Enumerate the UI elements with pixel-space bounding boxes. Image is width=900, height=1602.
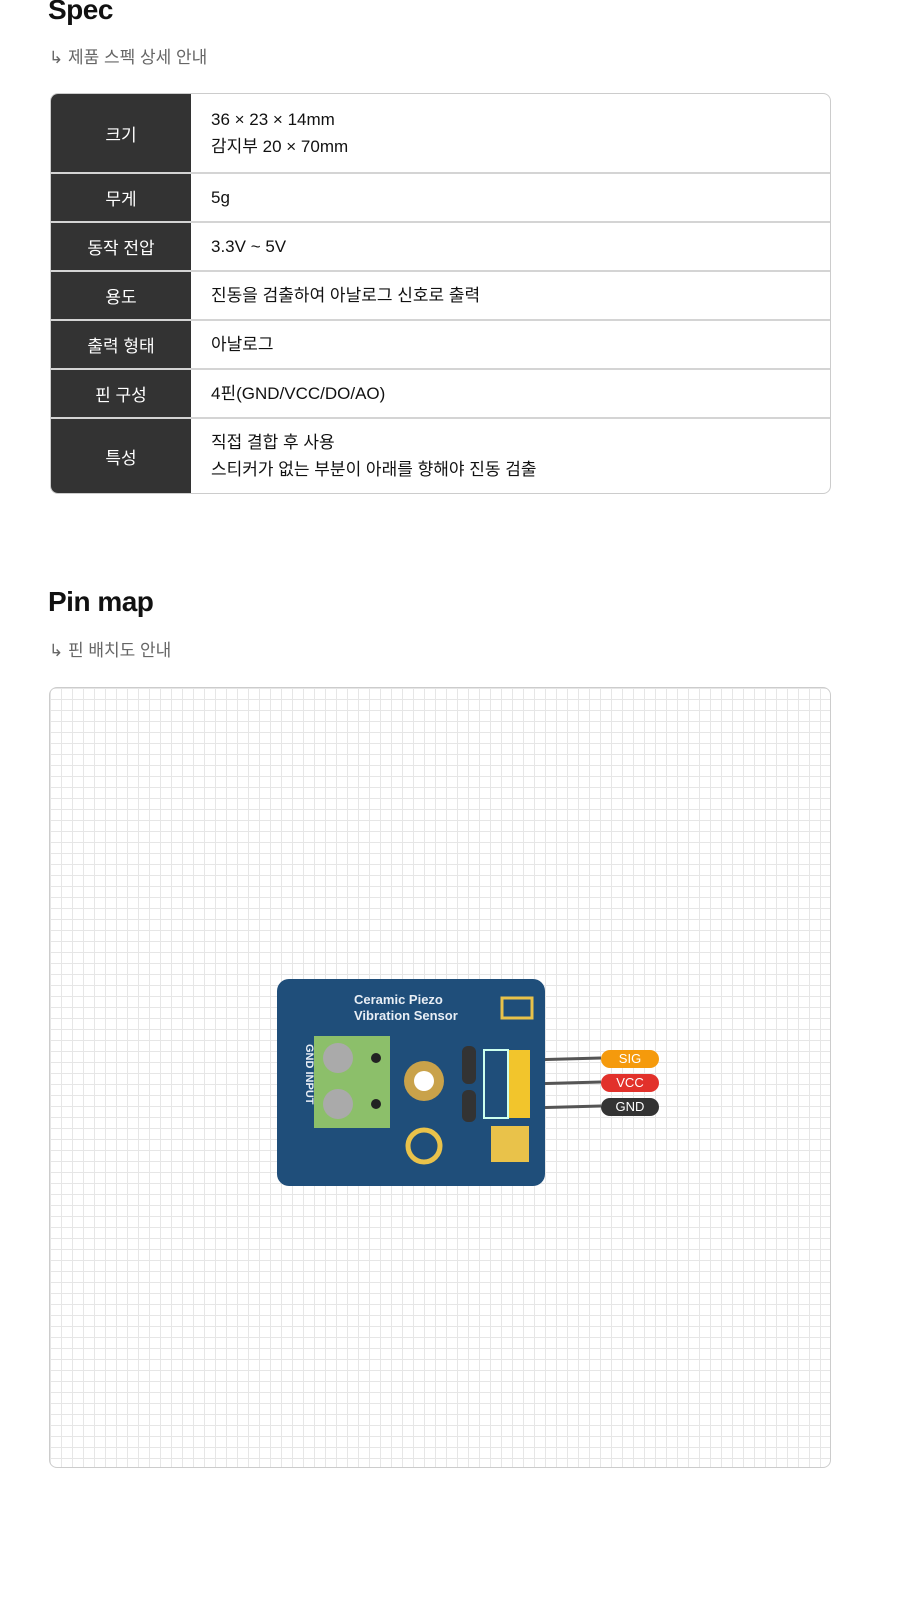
row-label: 크기 (51, 94, 191, 172)
row-label: 특성 (51, 419, 191, 493)
board-label: Ceramic Piezo (354, 992, 443, 1007)
table-row: 동작 전압 3.3V ~ 5V (51, 221, 830, 270)
row-value: 3.3V ~ 5V (211, 237, 287, 256)
row-value: 5g (211, 188, 230, 207)
spec-table: 크기 36 × 23 × 14mm 감지부 20 × 70mm 무게 5g 동작 전압… (50, 93, 831, 494)
pin-label-gnd: GND (601, 1098, 659, 1116)
row-value: 아날로그 (211, 335, 274, 354)
pin-label-sig: SIG (601, 1050, 659, 1068)
table-row: 핀 구성 4핀(GND/VCC/DO/AO) (51, 368, 830, 417)
row-value: 감지부 20 × 70mm (211, 137, 349, 156)
row-label: 동작 전압 (51, 223, 191, 270)
row-value: 4핀(GND/VCC/DO/AO) (211, 384, 386, 403)
table-row: 무게 5g (51, 172, 830, 221)
row-label: 핀 구성 (51, 370, 191, 417)
sensor-board-image: Ceramic Piezo Vibration Sensor GND INPUT (277, 979, 602, 1186)
table-row: 출력 형태 아날로그 (51, 319, 830, 368)
row-value: 스티커가 없는 부분이 아래를 향해야 진동 검출 (211, 460, 537, 479)
spec-title: Spec (48, 0, 113, 25)
pinmap-subtitle: ↳ 핀 배치도 안내 (49, 641, 172, 660)
row-label: 무게 (51, 174, 191, 221)
row-label: 용도 (51, 272, 191, 319)
pinmap-title: Pin map (48, 586, 154, 617)
row-value: 직접 결합 후 사용 (211, 433, 335, 452)
row-label: 출력 형태 (51, 321, 191, 368)
row-value: 진동을 검출하여 아날로그 신호로 출력 (211, 286, 481, 305)
table-row: 크기 36 × 23 × 14mm 감지부 20 × 70mm (51, 94, 830, 172)
terminal-label: GND INPUT (303, 1044, 315, 1105)
pinmap-canvas: Ceramic Piezo Vibration Sensor GND INPUT… (49, 687, 831, 1468)
table-row: 용도 진동을 검출하여 아날로그 신호로 출력 (51, 270, 830, 319)
spec-subtitle: ↳ 제품 스펙 상세 안내 (49, 48, 208, 67)
board-label: Vibration Sensor (354, 1008, 458, 1023)
pin-label-vcc: VCC (601, 1074, 659, 1092)
row-value: 36 × 23 × 14mm (211, 110, 335, 129)
